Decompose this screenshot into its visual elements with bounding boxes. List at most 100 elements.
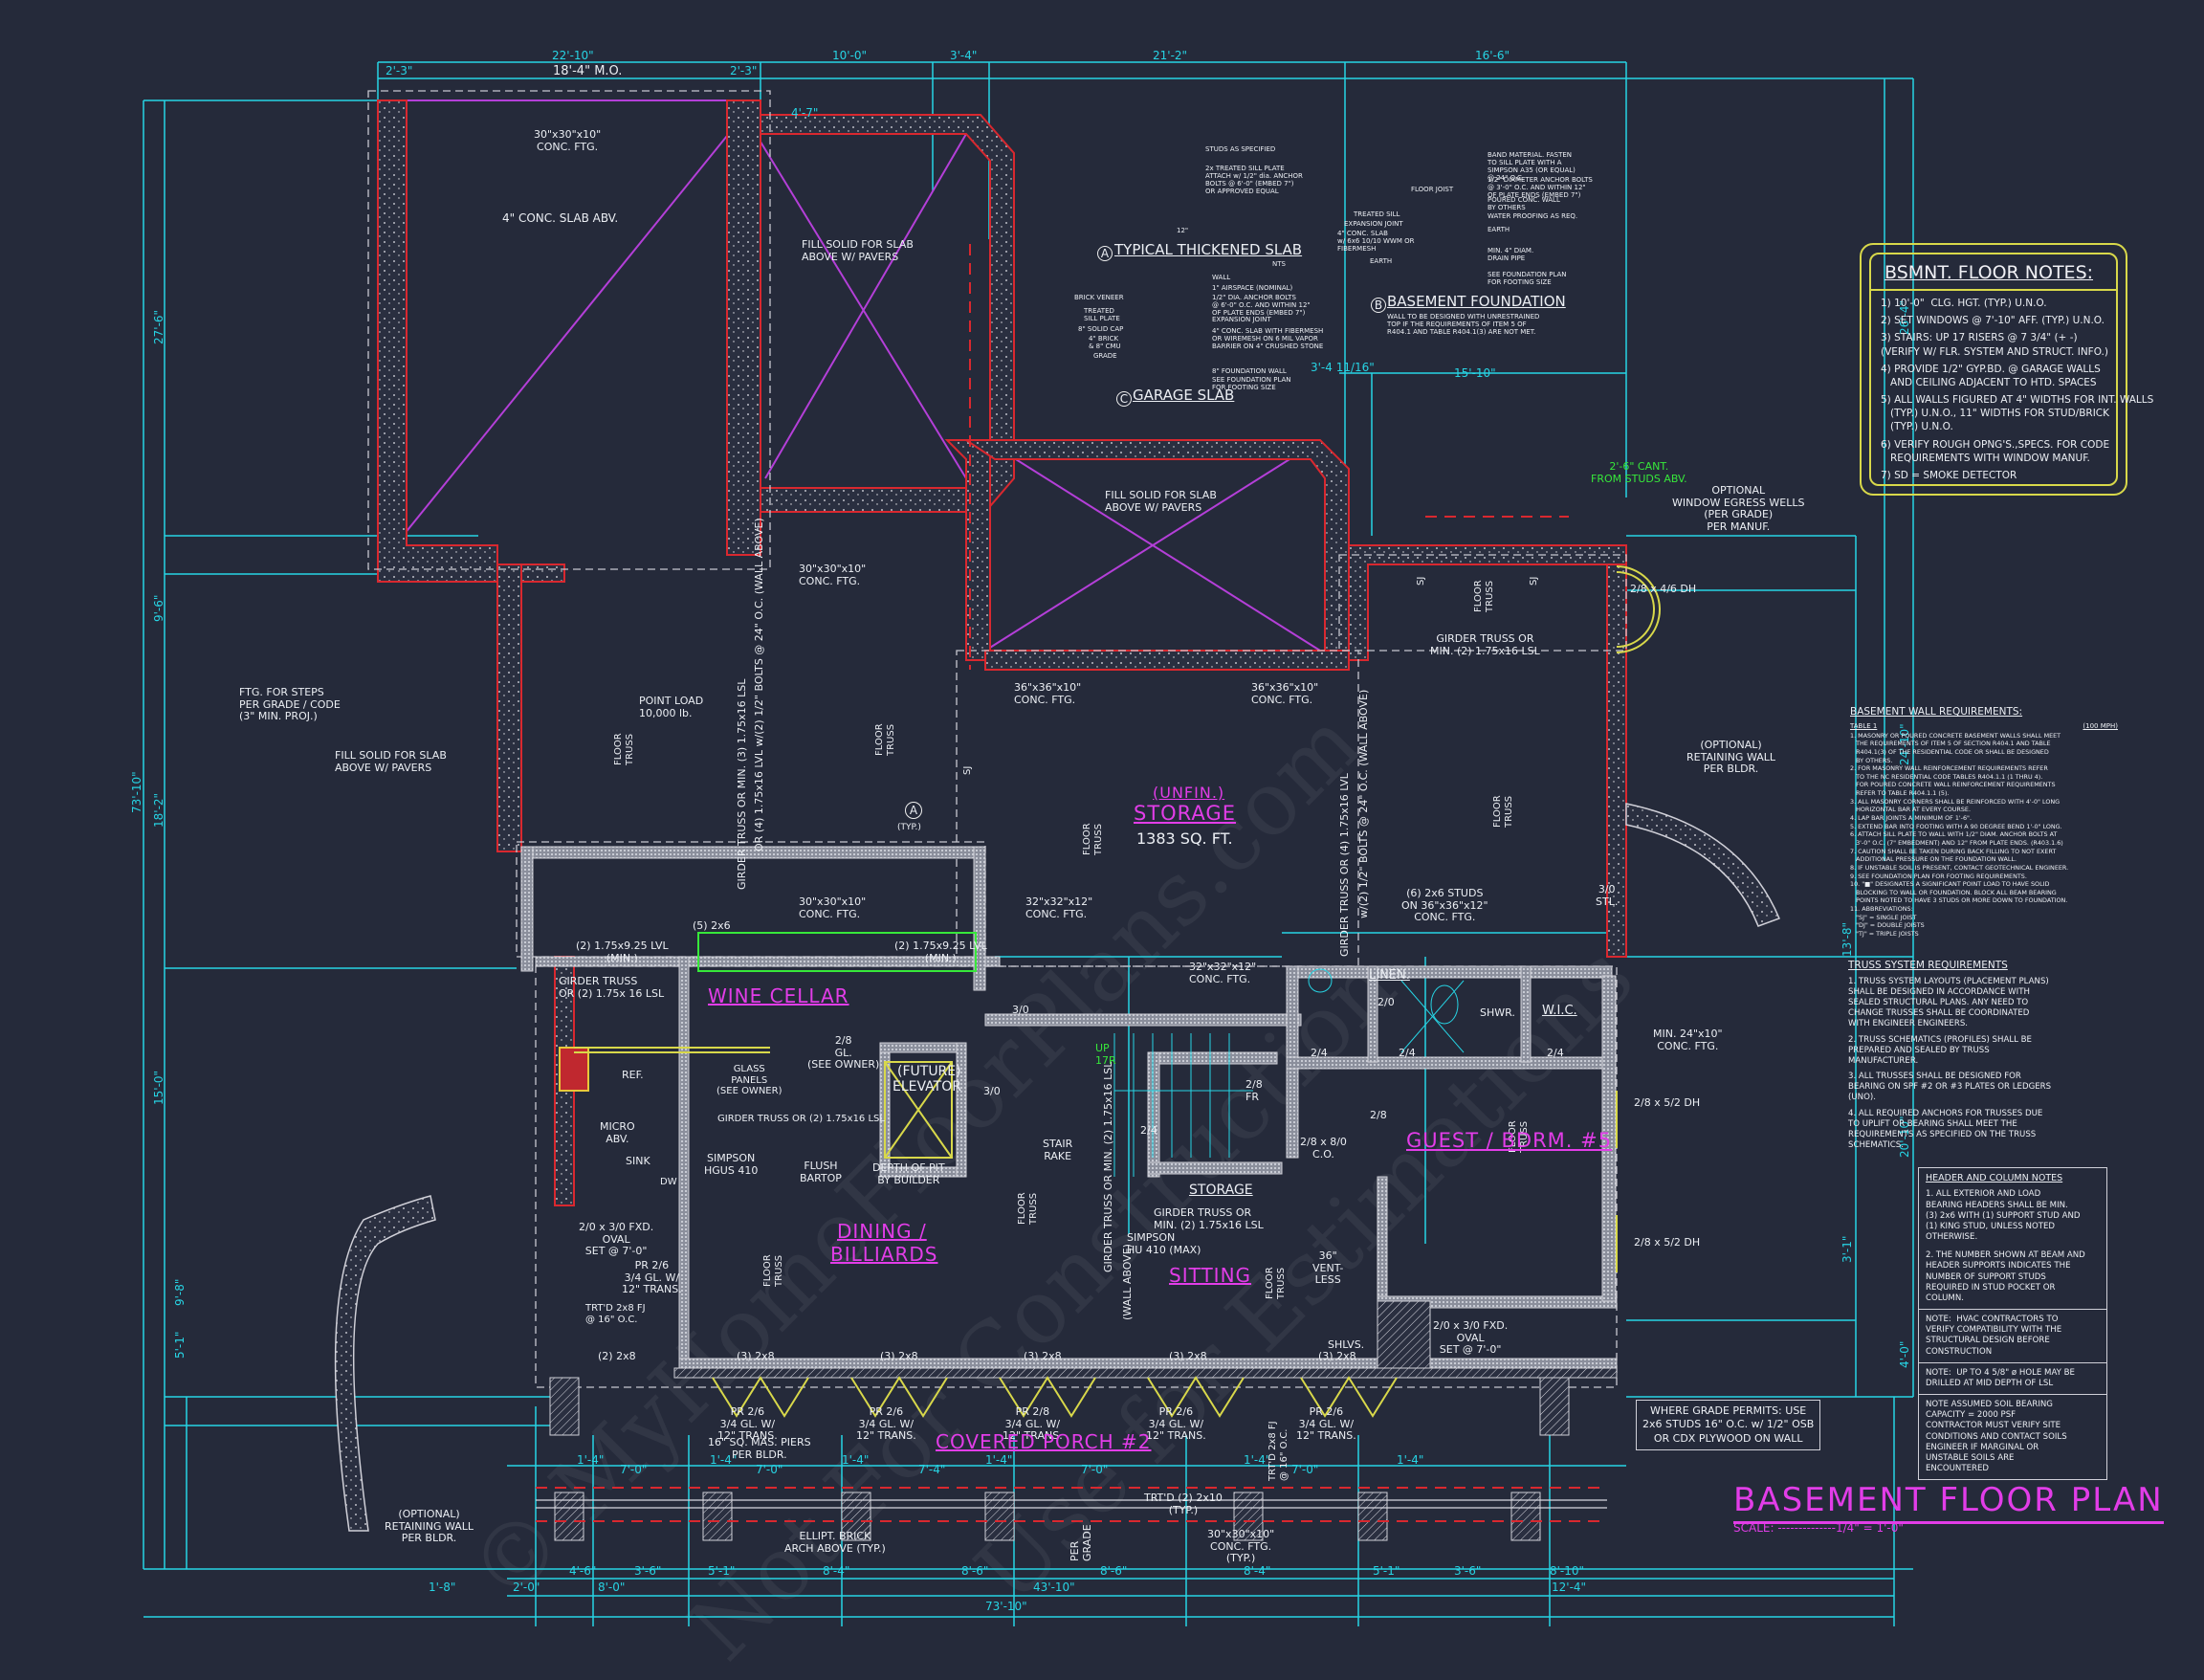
dim-porch-0: 1'-4" [577, 1453, 605, 1467]
detail-b-anchor: 1/2" DIAMETER ANCHOR BOLTS @ 3'-0" O.C. … [1488, 176, 1593, 200]
dim-bot-8-4b: 8'-4" [1244, 1564, 1271, 1578]
dim-left-overall: 73'-10" [130, 771, 143, 813]
dim-left-18-2: 18'-2" [152, 792, 165, 828]
dim-bot-5-1b: 5'-1" [1373, 1564, 1400, 1578]
detail-b-sill: TREATED SILL [1354, 210, 1400, 218]
detail-c-airspace: 1" AIRSPACE (NOMINAL) [1212, 284, 1293, 292]
note-ventless: 36" VENT- LESS [1312, 1249, 1344, 1287]
bsmnt-notes-list: 1) 10'-0" CLG. HGT. (TYP.) U.N.O. 2) SET… [1871, 291, 2153, 492]
note-per-grade: PER GRADE [1069, 1524, 1093, 1561]
note-depth-pit: DEPTH OF PIT BY BUILDER [872, 1161, 945, 1186]
note-micro: MICRO ABV. [600, 1120, 635, 1145]
note-conc-ftg-36a: 36"x36"x10" CONC. FTG. [1014, 681, 1082, 706]
dim-bot-4-6: 4'-6" [569, 1564, 597, 1578]
label-sj-2: SJ [1416, 576, 1426, 586]
dim-top-2-3-left: 2'-3" [386, 64, 413, 77]
detail-c-expansion: EXPANSION JOINT [1212, 316, 1271, 323]
label-floor-truss-8: FLOOR TRUSS [1265, 1267, 1287, 1299]
dim-right-3-1: 3'-1" [1840, 1235, 1854, 1263]
label-floor-truss-1: FLOOR TRUSS [613, 733, 635, 765]
marker-a: A [905, 802, 922, 819]
drawing-scale: SCALE: --------------1/4" = 1'-0" [1733, 1521, 1904, 1535]
note-retaining-right: (OPTIONAL) RETAINING WALL PER BLDR. [1686, 739, 1776, 776]
dim-bot-12-4: 12'-4" [1552, 1581, 1587, 1594]
detail-c-bolts: 1/2" DIA. ANCHOR BOLTS @ 6'-0" O.C. AND … [1212, 294, 1311, 318]
note-studs-5: (5) 2x6 [693, 919, 731, 932]
detail-b-earth-l: EARTH [1370, 257, 1393, 265]
bsmnt-note-1: 1) 10'-0" CLG. HGT. (TYP.) U.N.O. [1881, 298, 2047, 309]
door-2-4-a: 2/4 [1311, 1047, 1328, 1059]
note-up-17r: UP 17R [1095, 1042, 1116, 1067]
wall-req-7: 7. CAUTION SHALL BE TAKEN DURING BACK FI… [1850, 847, 2057, 864]
wall-req-4: 4. LAP BAR JOINTS A MINIMUM OF 1'-6". [1850, 814, 1972, 823]
wall-req-10: 10. "■" DESIGNATES A SIGNIFICANT POINT L… [1850, 880, 2068, 905]
dim-bot-8-0: 8'-0" [598, 1581, 626, 1594]
detail-b-earth-r: EARTH [1488, 226, 1510, 233]
dim-15-10: 15'-10" [1454, 366, 1496, 380]
note-window-52b: 2/8 x 5/2 DH [1634, 1236, 1701, 1249]
wall-req-1: 1. MASONRY OR POURED CONCRETE BASEMENT W… [1850, 731, 2061, 764]
label-floor-truss-5: FLOOR TRUSS [1473, 580, 1495, 612]
note-sink: SINK [626, 1155, 650, 1167]
detail-b-exp: EXPANSION JOINT [1344, 220, 1403, 228]
dim-bot-8-4a: 8'-4" [823, 1564, 850, 1578]
dim-bot-8-10: 8'-10" [1550, 1564, 1585, 1578]
bsmnt-floor-notes-inner: BSMNT. FLOOR NOTES: 1) 10'-0" CLG. HGT. … [1869, 253, 2153, 486]
door-3-0-a: 3/0 [1012, 1004, 1029, 1016]
dim-left-5-1: 5'-1" [173, 1331, 187, 1359]
dim-porch-5: 7'-4" [918, 1463, 946, 1476]
note-fill-solid-2: FILL SOLID FOR SLAB ABOVE W/ PAVERS [1105, 489, 1217, 514]
note-girder-vert-3: GIRDER TRUSS OR (4) 1.75x16 LVL [1338, 773, 1351, 957]
bsmnt-note-4: 4) PROVIDE 1/2" GYP.BD. @ GARAGE WALLS A… [1881, 363, 2101, 388]
dim-bot-5-1a: 5'-1" [708, 1564, 736, 1578]
label-floor-truss-4: FLOOR TRUSS [1492, 795, 1514, 828]
hc-item-2: 2. THE NUMBER SHOWN AT BEAM AND HEADER S… [1926, 1250, 2085, 1303]
room-linen: LINEN. [1369, 968, 1410, 983]
note-studs-6: (6) 2x6 STUDS ON 36"x36"x12" CONC. FTG. [1401, 887, 1488, 924]
wall-req-8: 8. IF UNSTABLE SOIL IS PRESENT, CONTACT … [1850, 863, 2069, 872]
note-conc-ftg-32a: 32"x32"x12" CONC. FTG. [1025, 895, 1093, 920]
note-girder-dining: GIRDER TRUSS OR (2) 1.75x16 LSL [717, 1114, 885, 1124]
bsmnt-note-2: 2) SET WINDOWS @ 7'-10" AFF. (TYP.) U.N.… [1881, 315, 2105, 327]
detail-c-grade: GRADE [1093, 352, 1117, 360]
truss-req-1: 1. TRUSS SYSTEM LAYOUTS (PLACEMENT PLANS… [1848, 976, 2049, 1029]
dim-right-4-0: 4'-0" [1898, 1340, 1911, 1368]
detail-b-slab: 4" CONC. SLAB w/ 6x6 10/10 WWM OR FIBERM… [1337, 230, 1415, 254]
header-column-notes: HEADER AND COLUMN NOTES 1. ALL EXTERIOR … [1918, 1167, 2107, 1481]
truss-req-4: 4. ALL REQUIRED ANCHORS FOR TRUSSES DUE … [1848, 1108, 2043, 1151]
note-flush-bartop: FLUSH BARTOP [800, 1160, 842, 1184]
room-billiards: BILLIARDS [830, 1243, 938, 1266]
truss-requirements: TRUSS SYSTEM REQUIREMENTS 1. TRUSS SYSTE… [1848, 960, 2106, 1151]
bsmnt-note-6: 6) VERIFY ROUGH OPNG'S.,SPECS. FOR CODE … [1881, 438, 2110, 464]
detail-b-joist: FLOOR JOIST [1411, 186, 1454, 193]
note-fill-solid-3: FILL SOLID FOR SLAB ABOVE W/ PAVERS [335, 749, 447, 774]
note-simpson-hgus: SIMPSON HGUS 410 [704, 1152, 759, 1177]
detail-b-letter: B [1371, 298, 1386, 313]
room-storage-unfin: (UNFIN.) [1153, 784, 1225, 802]
dim-porch-6: 1'-4" [985, 1453, 1013, 1467]
dim-porch-3: 7'-0" [756, 1463, 783, 1476]
room-guest: GUEST / BDRM. #5 [1406, 1129, 1613, 1152]
bsmnt-floor-notes: BSMNT. FLOOR NOTES: 1) 10'-0" CLG. HGT. … [1860, 243, 2153, 496]
door-2-0: 2/0 [1378, 996, 1395, 1008]
porch-door-5: PR 2/6 3/4 GL. W/ 12" TRANS. [1296, 1405, 1356, 1443]
label-sj-3: SJ [1529, 576, 1539, 586]
porch-header-4: (3) 2x8 [1169, 1350, 1207, 1362]
note-conc-ftg-top: 30"x30"x10" CONC. FTG. [534, 128, 602, 153]
note-conc-ftg-wine: 30"x30"x10" CONC. FTG. [799, 895, 867, 920]
porch-header-1: (3) 2x8 [737, 1350, 775, 1362]
note-grade-permits-text: WHERE GRADE PERMITS: USE 2x6 STUDS 16" O… [1642, 1404, 1815, 1445]
dim-bot-overall: 73'-10" [985, 1600, 1027, 1613]
hc-note-hole: NOTE: UP TO 4 5/8" ø HOLE MAY BE DRILLED… [1919, 1363, 2106, 1396]
dim-bot-2-0: 2'-0" [513, 1581, 540, 1594]
note-cant: 2'-6" CANT. FROM STUDS ABV. [1591, 460, 1687, 485]
detail-a-sill: 2x TREATED SILL PLATE ATTACH w/ 1/2" dia… [1205, 165, 1303, 196]
bsmnt-note-7: 7) SD = SMOKE DETECTOR [1881, 469, 2017, 481]
detail-c-cmu: 4" BRICK & 8" CMU [1089, 335, 1121, 351]
label-floor-truss-6: FLOOR TRUSS [1017, 1192, 1039, 1225]
wall-req-5: 5. EXTEND BAR INTO FOOTING WITH A 90 DEG… [1850, 822, 2062, 830]
dim-bot-3-6a: 3'-6" [634, 1564, 662, 1578]
wall-req-3: 3. ALL MASONRY CORNERS SHALL BE REINFORC… [1850, 797, 2061, 814]
note-ftg-bottom: 30"x30"x10" CONC. FTG. (TYP.) [1207, 1528, 1275, 1565]
note-trtd-porch: TRT'D 2x8 FJ @ 16" O.C. [1267, 1421, 1289, 1481]
